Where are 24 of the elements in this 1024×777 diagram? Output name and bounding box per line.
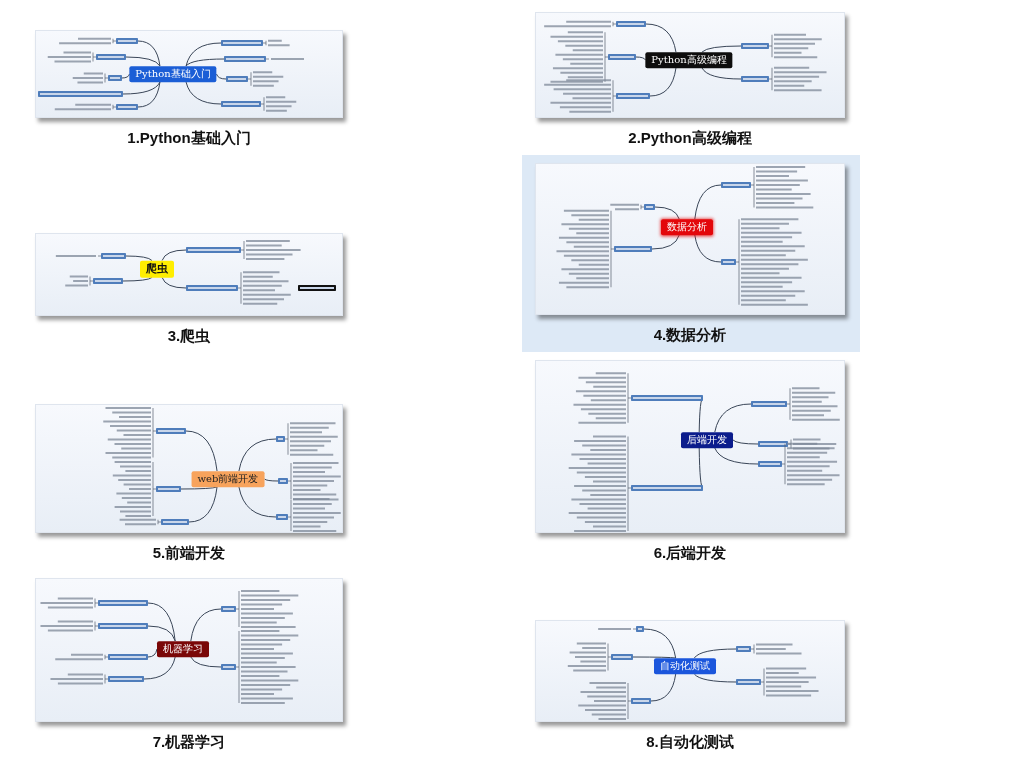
mind-map-thumbnail [535,360,845,533]
figure-caption: 4.数据分析 [653,326,727,344]
figure-caption: 3.爬虫 [167,327,211,345]
figure-caption: 7.机器学习 [152,733,226,751]
figure-caption: 2.Python高级编程 [628,129,752,147]
central-topic-box: 数据分析 [661,219,713,235]
central-topic-box: 爬虫 [140,260,174,278]
figure-caption: 6.后端开发 [653,544,727,562]
central-topic-box: 机器学习 [157,641,209,657]
mind-map-thumbnail [535,12,845,118]
mind-map-thumbnail [535,620,845,722]
mind-map-thumbnail [35,578,343,722]
central-topic-box: 后端开发 [681,432,733,448]
mind-map-thumbnail [535,163,845,315]
central-topic-box: 自动化测试 [654,658,716,674]
central-topic-box: Python基础入门 [129,66,217,82]
central-topic-box: web前端开发 [191,471,265,487]
figure-caption: 5.前端开发 [152,544,226,562]
central-topic-box: Python高级编程 [645,52,733,68]
mind-map-thumbnail [35,404,343,533]
mind-map-thumbnail [35,233,343,316]
mind-map-thumbnail [35,30,343,118]
figure-caption: 8.自动化测试 [646,733,734,751]
figure-caption: 1.Python基础入门 [127,129,251,147]
